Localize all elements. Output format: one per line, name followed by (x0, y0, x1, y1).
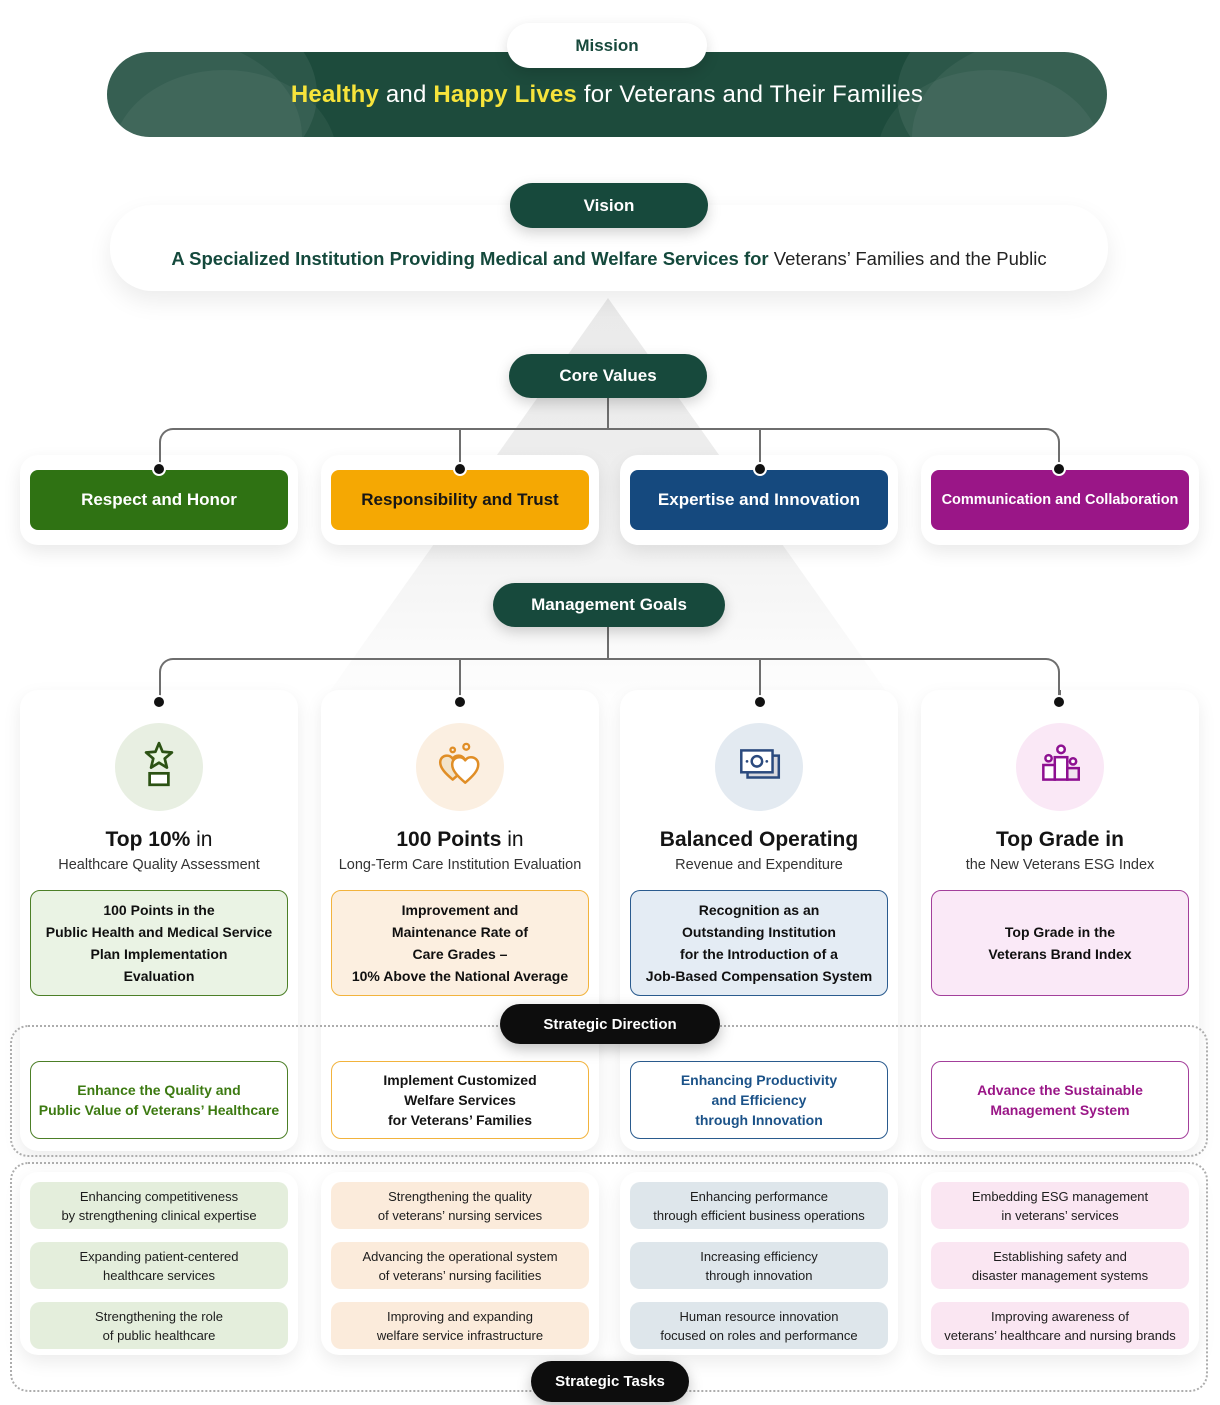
goal-title-bold: Top 10% (105, 828, 191, 851)
award-star-icon (134, 740, 184, 795)
task-column-care: Strengthening the quality of veterans’ n… (321, 1172, 599, 1355)
icon-circle (416, 723, 504, 811)
vision-statement-rest: Veterans’ Families and the Public (768, 248, 1047, 269)
connector-line (159, 428, 1060, 464)
icon-circle (1016, 723, 1104, 811)
vision-statement: A Specialized Institution Providing Medi… (171, 248, 1046, 270)
core-value-card: Respect and Honor (20, 455, 298, 545)
connector-line (759, 430, 761, 464)
goal-metric-box: Recognition as an Outstanding Institutio… (630, 890, 888, 996)
strategic-direction-pill: Strategic Direction (500, 1004, 720, 1044)
goal-subtitle: Healthcare Quality Assessment (58, 857, 260, 873)
task-item: Strengthening the role of public healthc… (30, 1302, 288, 1349)
twin-hearts-icon (435, 740, 485, 795)
core-value-responsibility-and-trust: Responsibility and Trust (331, 470, 589, 530)
strategic-direction-box: Implement Customized Welfare Services fo… (331, 1061, 589, 1139)
strategic-direction-box: Advance the Sustainable Management Syste… (931, 1061, 1189, 1139)
task-item: Improving and expanding welfare service … (331, 1302, 589, 1349)
task-item: Enhancing performance through efficient … (630, 1182, 888, 1229)
mission-highlight-1: Healthy (290, 80, 379, 108)
strategic-tasks-pill: Strategic Tasks (531, 1361, 689, 1402)
connector-dot (1052, 462, 1066, 476)
task-column-esg: Embedding ESG management in veterans’ se… (921, 1172, 1199, 1355)
goal-title-rest: in (190, 828, 213, 851)
banknote-icon (734, 740, 784, 795)
task-item: Embedding ESG management in veterans’ se… (931, 1182, 1189, 1229)
goal-subtitle: Long-Term Care Institution Evaluation (338, 857, 582, 873)
management-goals-pill: Management Goals (493, 583, 725, 627)
mission-headline: Healthy and Happy Lives for Veterans and… (291, 81, 923, 109)
core-values-pill: Core Values (509, 354, 707, 398)
icon-circle (115, 723, 203, 811)
goal-metric-box: Top Grade in the Veterans Brand Index (931, 890, 1189, 996)
connector-dot (152, 462, 166, 476)
goal-subtitle: the New Veterans ESG Index (965, 857, 1155, 873)
task-item: Enhancing competitiveness by strengtheni… (30, 1182, 288, 1229)
connector-dot (453, 462, 467, 476)
task-column-quality: Enhancing competitiveness by strengtheni… (20, 1172, 298, 1355)
core-value-respect-and-honor: Respect and Honor (30, 470, 288, 530)
goal-metric-box: 100 Points in the Public Health and Medi… (30, 890, 288, 996)
task-item: Advancing the operational system of vete… (331, 1242, 589, 1289)
goal-metric-box: Improvement and Maintenance Rate of Care… (331, 890, 589, 996)
goal-title-rest: in (501, 828, 524, 851)
goal-column-esg: Top Grade in the New Veterans ESG Index … (921, 690, 1199, 1151)
podium-icon (1035, 740, 1085, 795)
strategic-direction-box: Enhancing Productivity and Efficiency th… (630, 1061, 888, 1139)
goal-title: Balanced Operating Revenue and Expenditu… (620, 828, 898, 873)
vision-pill: Vision (510, 183, 708, 228)
mission-rest: for Veterans and Their Families (576, 80, 924, 108)
goal-column-quality: Top 10% in Healthcare Quality Assessment… (20, 690, 298, 1151)
goal-title-bold: Balanced Operating (659, 828, 859, 851)
task-item: Establishing safety and disaster managem… (931, 1242, 1189, 1289)
connector-line (459, 660, 461, 702)
connector-line (159, 658, 1060, 696)
connector-line (607, 627, 609, 660)
connector-line (759, 660, 761, 702)
core-value-card: Expertise and Innovation (620, 455, 898, 545)
goal-title: Top 10% in Healthcare Quality Assessment (20, 828, 298, 873)
task-column-finance: Enhancing performance through efficient … (620, 1172, 898, 1355)
mission-pill: Mission (507, 23, 707, 68)
connector-dot (453, 695, 467, 709)
goal-subtitle: Revenue and Expenditure (675, 857, 843, 873)
task-item: Expanding patient-centered healthcare se… (30, 1242, 288, 1289)
task-item: Increasing efficiency through innovation (630, 1242, 888, 1289)
goal-column-care: 100 Points in Long-Term Care Institution… (321, 690, 599, 1151)
mission-join: and (379, 80, 434, 108)
connector-dot (1052, 695, 1066, 709)
goal-title: Top Grade in the New Veterans ESG Index (921, 828, 1199, 873)
task-item: Strengthening the quality of veterans’ n… (331, 1182, 589, 1229)
connector-line (607, 397, 609, 430)
task-item: Improving awareness of veterans’ healthc… (931, 1302, 1189, 1349)
connector-line (459, 430, 461, 464)
goal-title-bold: Top Grade in (996, 828, 1124, 851)
connector-dot (753, 462, 767, 476)
banner-left-decoration (107, 52, 357, 137)
core-value-expertise-and-innovation: Expertise and Innovation (630, 470, 888, 530)
goal-column-finance: Balanced Operating Revenue and Expenditu… (620, 690, 898, 1151)
task-item: Human resource innovation focused on rol… (630, 1302, 888, 1349)
strategic-direction-box: Enhance the Quality and Public Value of … (30, 1061, 288, 1139)
mission-highlight-2: Happy Lives (433, 80, 577, 108)
core-value-communication-and-collaboration: Communication and Collaboration (931, 470, 1189, 530)
vision-statement-bold: A Specialized Institution Providing Medi… (171, 248, 769, 269)
icon-circle (715, 723, 803, 811)
connector-dot (152, 695, 166, 709)
goal-title-bold: 100 Points (396, 828, 502, 851)
connector-dot (753, 695, 767, 709)
goal-title: 100 Points in Long-Term Care Institution… (321, 828, 599, 873)
